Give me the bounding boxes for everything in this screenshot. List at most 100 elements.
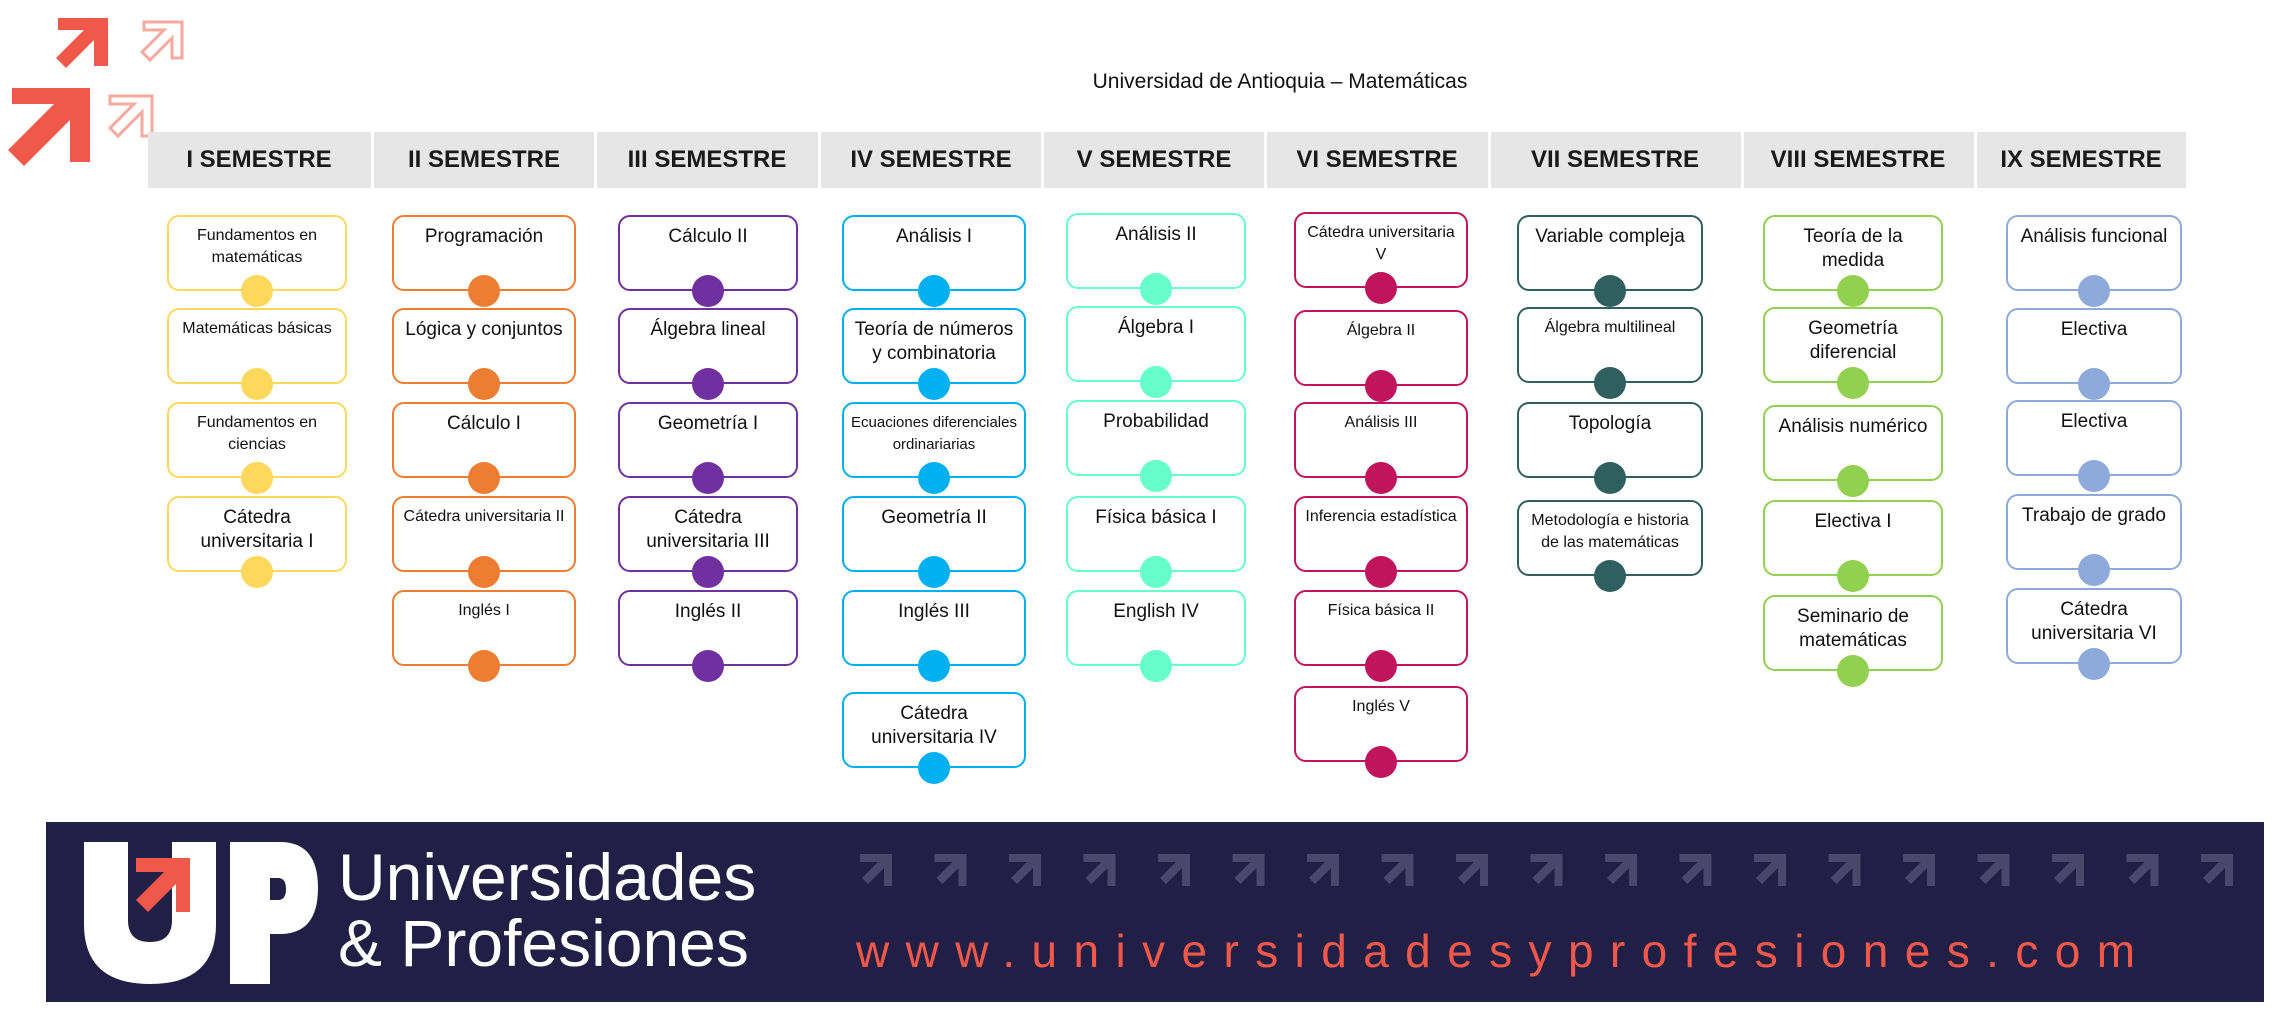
course-name: Física básica II: [1327, 602, 1435, 619]
course-dot-icon: [2078, 554, 2110, 586]
course-card: Geometría I: [618, 402, 798, 494]
course-card: Fundamentos en ciencias: [167, 402, 347, 494]
course-dot-icon: [241, 275, 273, 307]
course-dot-icon: [468, 556, 500, 588]
course-card: Cátedra universitaria V: [1294, 212, 1468, 304]
course-dot-icon: [1594, 462, 1626, 494]
footer-arrow-icon: [2201, 854, 2233, 886]
course-card: Inglés III: [842, 590, 1026, 682]
footer-arrow-icon: [934, 854, 967, 886]
course-dot-icon: [918, 275, 950, 307]
course-name: Álgebra II: [1346, 322, 1416, 339]
semester-header-iii-semestre: III SEMESTRE: [627, 146, 787, 173]
course-name: Inglés V: [1352, 698, 1410, 715]
course-dot-icon: [2078, 648, 2110, 680]
course-dot-icon: [468, 275, 500, 307]
course-dot-icon: [1594, 560, 1626, 592]
course-dot-icon: [1837, 655, 1869, 687]
footer-arrow-icon: [1232, 854, 1265, 886]
page-title: Universidad de Antioquia – Matemáticas: [1092, 70, 1468, 93]
course-card: Topología: [1517, 402, 1703, 494]
course-dot-icon: [1365, 746, 1397, 778]
course-name: Matemáticas básicas: [182, 320, 332, 337]
course-name: Trabajo de grado: [2021, 505, 2166, 526]
footer-arrow-icon: [860, 854, 892, 886]
course-dot-icon: [1365, 650, 1397, 682]
arrow-pattern-icon: [860, 854, 2233, 886]
course-name: Análisis I: [895, 226, 973, 247]
course-dot-icon: [918, 462, 950, 494]
course-dot-icon: [468, 650, 500, 682]
course-card: Metodología e historia de las matemática…: [1517, 500, 1703, 592]
course-card: Álgebra multilineal: [1517, 307, 1703, 399]
footer-arrow-icon: [1381, 854, 1414, 886]
course-dot-icon: [692, 462, 724, 494]
course-card: Inglés V: [1294, 686, 1468, 778]
course-card: Ecuaciones diferenciales ordinariarias: [842, 402, 1026, 494]
course-name: Fundamentos en ciencias: [196, 414, 318, 453]
semester-header-ii-semestre: II SEMESTRE: [407, 146, 561, 173]
brand-line-1: Universidades: [338, 840, 757, 914]
course-name: Variable compleja: [1535, 226, 1685, 247]
course-card: Geometría diferencial: [1763, 307, 1943, 399]
course-name: Geometría II: [881, 507, 987, 528]
semester-header-ix-semestre: IX SEMESTRE: [2000, 146, 2162, 173]
course-name: Cátedra universitaria III: [646, 507, 770, 552]
footer-arrow-icon: [1828, 854, 1861, 886]
course-name: Álgebra I: [1117, 317, 1195, 338]
course-dot-icon: [1837, 465, 1869, 497]
course-card: Análisis II: [1066, 213, 1246, 305]
course-card: English IV: [1066, 590, 1246, 682]
course-card: Variable compleja: [1517, 215, 1703, 307]
footer-arrow-icon: [1456, 854, 1488, 886]
header-separator: [371, 132, 374, 188]
course-dot-icon: [1140, 460, 1172, 492]
course-dot-icon: [918, 556, 950, 588]
course-dot-icon: [1140, 273, 1172, 305]
course-card: Programación: [392, 215, 576, 307]
header-separator: [1264, 132, 1267, 188]
course-card: Cátedra universitaria II: [392, 496, 576, 588]
semester-header-viii-semestre: VIII SEMESTRE: [1770, 146, 1946, 173]
course-name: Cálculo II: [668, 226, 748, 247]
footer-arrow-icon: [1158, 854, 1190, 886]
semester-header-bar: [148, 132, 2186, 188]
course-name: Geometría I: [657, 413, 759, 434]
course-card: Lógica y conjuntos: [392, 308, 576, 400]
course-card: Análisis funcional: [2006, 215, 2182, 307]
course-name: Teoría de números y combinatoria: [854, 319, 1014, 364]
course-dot-icon: [1365, 556, 1397, 588]
header-separator: [818, 132, 821, 188]
footer-arrow-icon: [1903, 854, 1935, 886]
course-card: Física básica II: [1294, 590, 1468, 682]
course-card: Inglés I: [392, 590, 576, 682]
semester-header-vii-semestre: VII SEMESTRE: [1530, 146, 1700, 173]
course-name: Cátedra universitaria IV: [871, 703, 997, 748]
course-card: Electiva: [2006, 308, 2182, 400]
brand-line-2: & Profesiones: [338, 906, 749, 980]
course-card: Álgebra I: [1066, 306, 1246, 398]
course-dot-icon: [918, 650, 950, 682]
course-card: Cátedra universitaria III: [618, 496, 798, 588]
course-name: Electiva: [2060, 319, 2128, 340]
course-card: Álgebra II: [1294, 310, 1468, 402]
course-card: Trabajo de grado: [2006, 494, 2182, 586]
course-name: Cátedra universitaria V: [1307, 224, 1455, 263]
course-card: Cátedra universitaria I: [167, 496, 347, 588]
course-dot-icon: [468, 462, 500, 494]
course-name: Inferencia estadística: [1305, 508, 1457, 525]
course-name: Electiva: [2060, 411, 2128, 432]
course-dot-icon: [1140, 650, 1172, 682]
course-dot-icon: [918, 368, 950, 400]
course-name: Topología: [1568, 413, 1652, 434]
header-separator: [594, 132, 597, 188]
course-dot-icon: [1837, 560, 1869, 592]
footer-arrow-icon: [1754, 854, 1786, 886]
course-card: Cálculo II: [618, 215, 798, 307]
course-dot-icon: [692, 650, 724, 682]
course-dot-icon: [692, 275, 724, 307]
course-dot-icon: [1365, 370, 1397, 402]
course-card: Análisis numérico: [1763, 405, 1943, 497]
header-separator: [1488, 132, 1491, 188]
course-card: Inglés II: [618, 590, 798, 682]
